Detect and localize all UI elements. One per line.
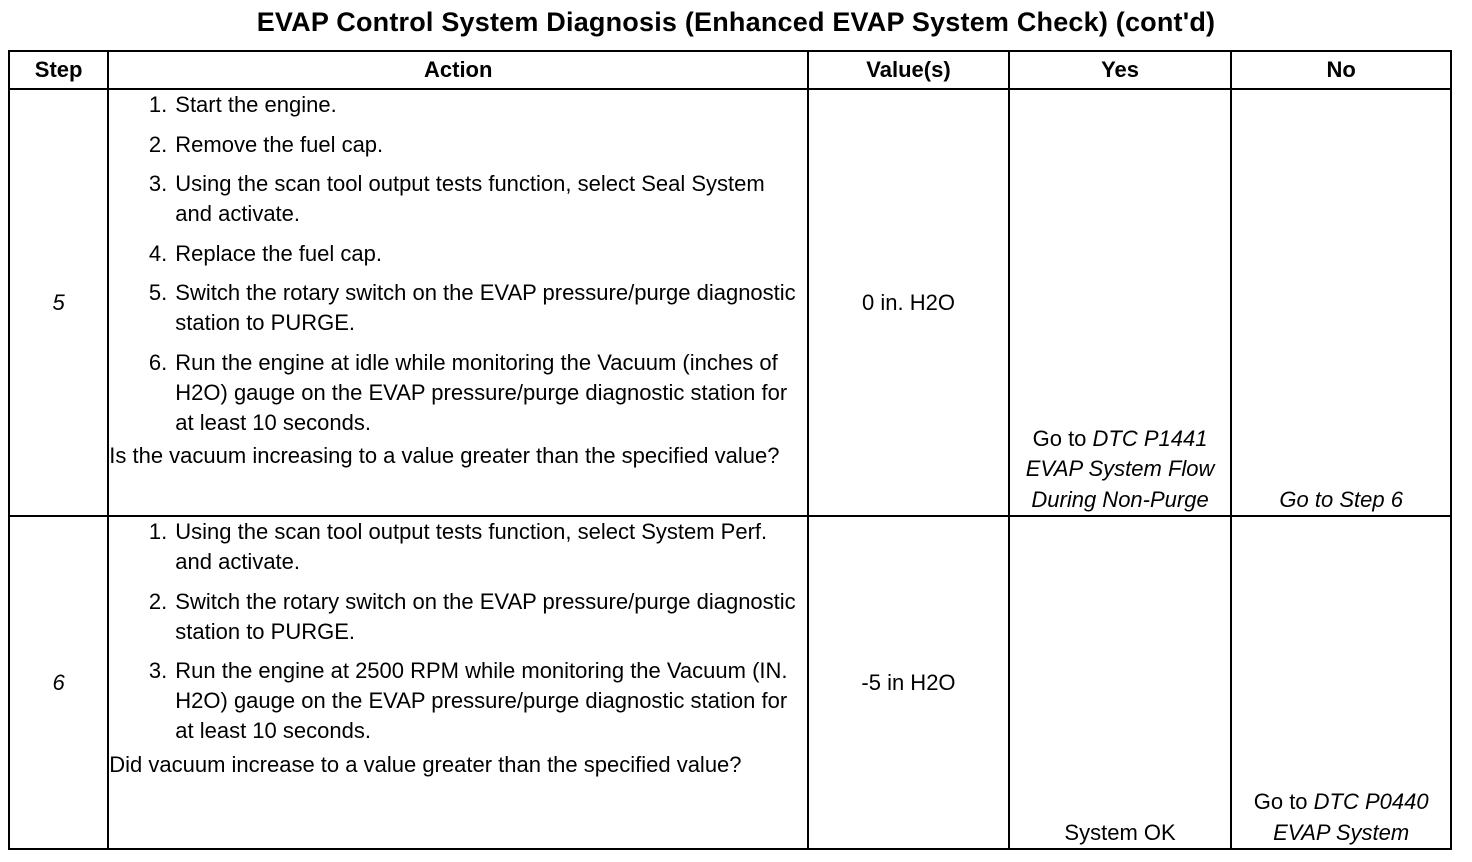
action-question: Is the vacuum increasing to a value grea… bbox=[109, 443, 780, 468]
action-cell: 1.Using the scan tool output tests funct… bbox=[107, 515, 810, 850]
value-cell: -5 in H2O bbox=[807, 515, 1010, 850]
header-yes: Yes bbox=[1007, 50, 1233, 90]
step-number: 5 bbox=[7, 88, 110, 517]
action-item: 5.Switch the rotary switch on the EVAP p… bbox=[148, 280, 796, 335]
yes-cell: Go to DTC P1441 EVAP System Flow During … bbox=[1007, 88, 1233, 517]
table-row: 6 1.Using the scan tool output tests fun… bbox=[7, 515, 1452, 850]
action-question: Did vacuum increase to a value greater t… bbox=[109, 751, 742, 777]
diagnosis-table: Step Action Value(s) Yes No 5 1.Start th… bbox=[7, 50, 1452, 850]
table-header-row: Step Action Value(s) Yes No bbox=[7, 50, 1452, 90]
action-item: 4.Replace the fuel cap. bbox=[148, 240, 382, 266]
header-values: Value(s) bbox=[807, 50, 1010, 90]
yes-prefix: System OK bbox=[1064, 819, 1176, 845]
action-item: 3.Run the engine at 2500 RPM while monit… bbox=[148, 658, 788, 743]
action-item: 6.Run the engine at idle while monitorin… bbox=[148, 349, 788, 435]
header-step: Step bbox=[7, 50, 110, 90]
yes-prefix: Go to bbox=[1032, 425, 1087, 451]
no-cell: Go to Step 6 bbox=[1230, 88, 1452, 517]
action-item: 2.Remove the fuel cap. bbox=[148, 131, 384, 157]
header-no: No bbox=[1230, 50, 1452, 90]
no-prefix: Go to bbox=[1253, 789, 1308, 814]
yes-cell: System OK bbox=[1007, 515, 1233, 850]
action-list: 1.Start the engine. 2.Remove the fuel ca… bbox=[109, 90, 807, 438]
no-cell: Go to DTC P0440 EVAP System bbox=[1230, 515, 1452, 850]
table-row: 5 1.Start the engine. 2.Remove the fuel … bbox=[7, 88, 1452, 517]
action-item: 1.Start the engine. bbox=[148, 92, 337, 117]
header-action: Action bbox=[107, 50, 810, 90]
no-reference: DTC P0440 EVAP System bbox=[1273, 789, 1429, 845]
step-number: 6 bbox=[7, 515, 110, 850]
yes-reference: DTC P1441 EVAP System Flow During Non-Pu… bbox=[1025, 425, 1215, 512]
action-item: 1.Using the scan tool output tests funct… bbox=[148, 519, 768, 574]
action-list: 1.Using the scan tool output tests funct… bbox=[109, 517, 807, 746]
action-cell: 1.Start the engine. 2.Remove the fuel ca… bbox=[107, 88, 810, 517]
no-reference: Go to Step 6 bbox=[1279, 486, 1403, 512]
action-item: 2.Switch the rotary switch on the EVAP p… bbox=[148, 588, 796, 644]
value-cell: 0 in. H2O bbox=[807, 88, 1010, 517]
page-title: EVAP Control System Diagnosis (Enhanced … bbox=[256, 7, 1216, 37]
action-item: 3.Using the scan tool output tests funct… bbox=[148, 171, 765, 226]
